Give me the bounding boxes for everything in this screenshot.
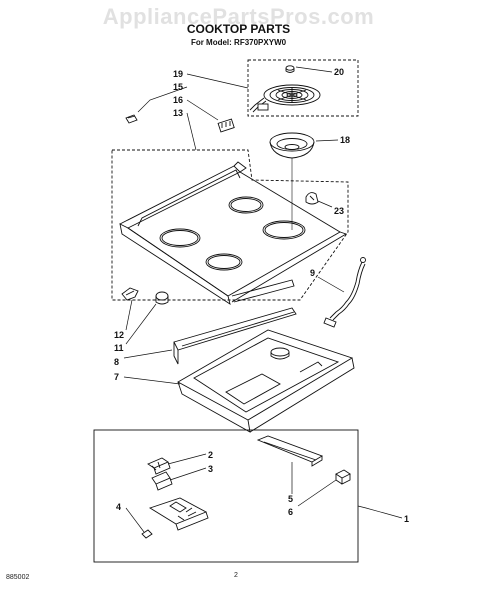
mounting-bracket: [256, 435, 324, 467]
callout-13: 13: [173, 108, 183, 118]
callout-11: 11: [114, 343, 124, 353]
hinge-bracket: [121, 287, 139, 301]
base-pan: [177, 329, 355, 433]
page-number: 2: [234, 572, 238, 579]
callout-15: 15: [173, 82, 183, 92]
callout-18: 18: [340, 135, 350, 145]
switch-plate: [141, 497, 209, 539]
leader-9: [317, 276, 345, 293]
burner-group-box: [247, 59, 359, 117]
leader-19: [186, 73, 249, 89]
page-title: COOKTOP PARTS: [186, 22, 291, 36]
element-receptacle-clip: [125, 114, 138, 124]
callout-7: 7: [114, 372, 119, 382]
callout-1: 1: [404, 514, 409, 524]
callout-3: 3: [208, 464, 213, 474]
surface-element: [249, 84, 321, 113]
leader-3: [169, 467, 207, 481]
wire-harness: [323, 257, 366, 328]
leader-7: [123, 376, 181, 385]
leader-15: [137, 86, 188, 113]
terminal-block: [217, 118, 235, 133]
callout-6: 6: [288, 507, 293, 517]
front-trim: [173, 307, 297, 365]
callout-12: 12: [114, 330, 124, 340]
leader-18: [315, 139, 339, 142]
controls-group-box: [93, 429, 359, 563]
leader-4: [125, 507, 145, 533]
leader-13: [186, 112, 197, 151]
leader-12: [125, 299, 133, 331]
leader-8: [123, 349, 173, 359]
infinite-switch: [147, 457, 173, 491]
wire-clip: [305, 192, 319, 205]
hinge-spring: [155, 291, 169, 305]
cooktop-panel: [119, 161, 348, 305]
leader-16: [186, 99, 219, 121]
leader-20: [295, 66, 333, 73]
callout-2: 2: [208, 450, 213, 460]
leader-11: [125, 303, 157, 345]
leader-2: [167, 453, 207, 465]
drip-bowl: [269, 132, 315, 230]
callout-8: 8: [114, 357, 119, 367]
callout-20: 20: [334, 67, 344, 77]
diagram-code: 885002: [6, 574, 30, 581]
callout-16: 16: [173, 95, 183, 105]
callout-5: 5: [288, 494, 293, 504]
callout-4: 4: [116, 502, 121, 512]
callout-9: 9: [310, 268, 315, 278]
leader-6: [297, 479, 337, 507]
leader-1: [357, 505, 403, 519]
cooktop-group-box: [111, 149, 349, 301]
callout-23: 23: [334, 206, 344, 216]
element-cap: [285, 65, 295, 73]
model-subtitle: For Model: RF370PXYW0: [190, 38, 287, 47]
switch-knob-block: [335, 469, 351, 485]
callout-19: 19: [173, 69, 183, 79]
site-watermark: AppliancePartsPros.com: [102, 4, 375, 29]
leader-23: [317, 200, 333, 208]
